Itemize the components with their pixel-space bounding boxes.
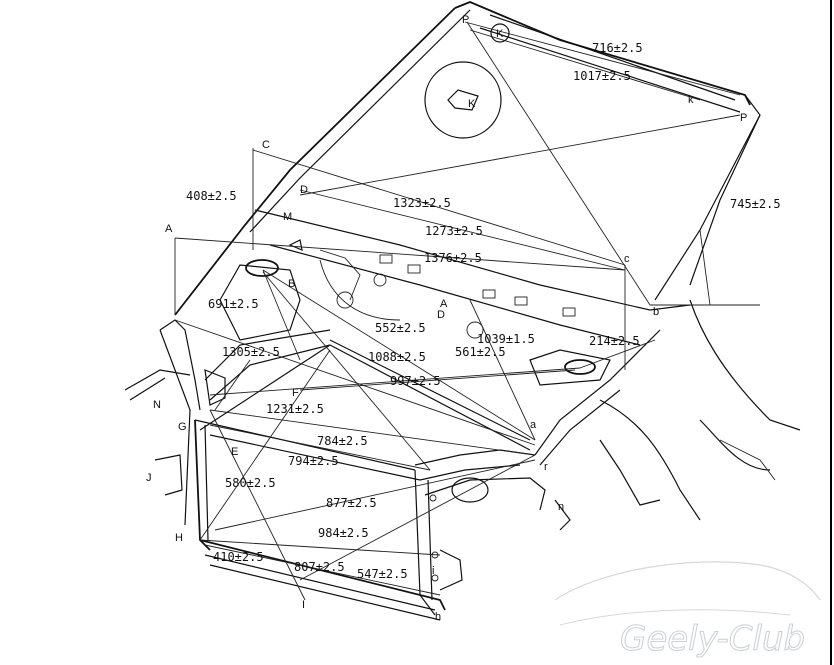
dimension-label: 1323±2.5 — [393, 196, 451, 210]
dimension-label: 1231±2.5 — [266, 402, 324, 416]
point-label: a — [530, 419, 537, 431]
point-label: b — [653, 306, 659, 318]
point-label: P — [462, 14, 469, 26]
dimension-label: 794±2.5 — [288, 454, 339, 468]
point-label: A — [165, 223, 173, 235]
dimension-label: 997±2.5 — [390, 374, 441, 388]
point-label: B — [288, 278, 295, 290]
point-label: D — [300, 184, 308, 196]
measurement-lines — [174, 21, 760, 601]
point-label: G — [178, 421, 187, 433]
point-label: C — [262, 139, 270, 151]
strut-towers — [219, 259, 611, 386]
dimension-label: 784±2.5 — [317, 434, 368, 448]
point-label: K — [496, 28, 504, 40]
point-label: r — [544, 461, 548, 473]
dimension-labels: 716±2.5 1017±2.5 408±2.5 1323±2.5 745±2.… — [186, 41, 781, 581]
point-label: F — [292, 387, 299, 399]
radiator-support — [194, 339, 531, 621]
dimension-label: 1039±1.5 — [477, 332, 535, 346]
dimension-label: 214±2.5 — [589, 334, 640, 348]
dimension-label: 408±2.5 — [186, 189, 237, 203]
point-label: A — [440, 298, 448, 310]
dimension-label: 580±2.5 — [225, 476, 276, 490]
point-label: D — [437, 309, 445, 321]
watermark: Geely-Club — [554, 561, 821, 660]
dimension-label: 1273±2.5 — [425, 224, 483, 238]
watermark-text: Geely-Club — [620, 619, 805, 659]
point-labels: P K K k P C D M A c b A D B N F G E a r … — [146, 14, 747, 623]
point-label: E — [231, 446, 238, 458]
point-label: h — [435, 611, 441, 623]
dimension-label: 1088±2.5 — [368, 350, 426, 364]
dimension-label: 1017±2.5 — [573, 69, 631, 83]
cowl-panel — [254, 209, 691, 346]
dimension-label: 984±2.5 — [318, 526, 369, 540]
dimension-label: 1376±2.5 — [424, 251, 482, 265]
point-label: n — [558, 501, 564, 513]
dimension-label: 561±2.5 — [455, 345, 506, 359]
left-fender — [124, 319, 331, 526]
point-label: i — [432, 565, 434, 577]
point-label: P — [740, 112, 747, 124]
point-label: N — [153, 399, 161, 411]
dimension-label: 552±2.5 — [375, 321, 426, 335]
point-label: c — [624, 253, 630, 265]
dimension-label: 745±2.5 — [730, 197, 781, 211]
right-fender — [414, 299, 801, 531]
dimension-label: 410±2.5 — [213, 550, 264, 564]
hood-outline — [174, 1, 761, 316]
point-label: J — [146, 472, 152, 484]
dimension-label: 1305±2.5 — [222, 345, 280, 359]
dimension-label: 716±2.5 — [592, 41, 643, 55]
point-label: M — [283, 211, 292, 223]
point-label: K — [468, 98, 476, 110]
point-label: k — [688, 94, 694, 106]
dimension-label: 547±2.5 — [357, 567, 408, 581]
point-label: H — [175, 532, 183, 544]
hood-emblem-circle — [424, 23, 510, 139]
point-label: I — [302, 599, 305, 611]
dimension-label: 807±2.5 — [294, 560, 345, 574]
dimension-label: 877±2.5 — [326, 496, 377, 510]
dimension-label: 691±2.5 — [208, 297, 259, 311]
